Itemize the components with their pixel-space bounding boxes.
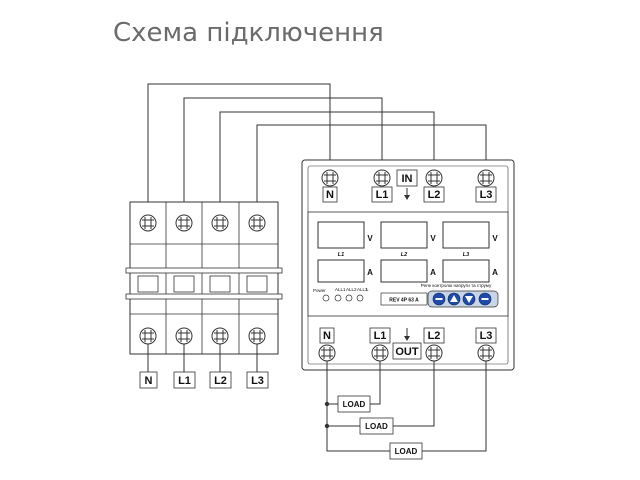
wire-l2-out — [393, 361, 435, 427]
relay-screw-top-l3 — [477, 169, 495, 187]
led-label-all1: ALL1 — [335, 287, 346, 292]
wire-n-in — [147, 83, 331, 208]
load-wires — [324, 361, 487, 452]
triangle-up-icon — [450, 295, 458, 302]
wire-l3-in — [256, 124, 487, 208]
relay-in-label-l3: L3 — [480, 189, 493, 201]
load-1-label: LOAD — [343, 400, 366, 409]
relay-screw-bottom-l2 — [425, 344, 443, 362]
display-sublabel-l1: L1 — [338, 252, 344, 258]
amp-unit-1: A — [367, 268, 373, 277]
breaker-label-n: N — [145, 375, 153, 387]
load-3: LOAD — [389, 442, 423, 460]
wire-l1-out — [370, 361, 381, 405]
breaker-handle-l2 — [209, 275, 231, 293]
display-sublabel-l2: L2 — [401, 252, 407, 258]
led-all2 — [345, 294, 353, 302]
breaker-handle-l3 — [246, 275, 268, 293]
relay-out-marker: OUT — [395, 346, 419, 358]
breaker-screw-top-n — [139, 214, 157, 232]
relay-out-label-l2: L2 — [428, 330, 441, 342]
relay-in-marker: IN — [402, 173, 413, 185]
down-button[interactable] — [462, 292, 476, 306]
display-current-l3 — [442, 259, 490, 283]
panel-caption: Реле контролю напруги та струму — [421, 283, 492, 288]
breaker-screw-top-l1 — [175, 214, 193, 232]
relay-screw-bottom-l1 — [371, 344, 389, 362]
diagram-title: Схема підключення — [113, 18, 384, 48]
junction-dot — [324, 423, 330, 429]
load-2-label: LOAD — [365, 422, 388, 431]
breaker-handle-n — [137, 275, 159, 293]
amp-unit-2: A — [430, 268, 436, 277]
relay-screw-top-n — [321, 169, 339, 187]
supply-wires — [147, 83, 487, 208]
led-all3 — [356, 294, 364, 302]
load-1: LOAD — [337, 395, 371, 413]
wire-l3-out — [422, 361, 487, 452]
display-current-l1 — [317, 259, 365, 283]
relay-screw-top-l2 — [425, 169, 443, 187]
breaker-handle-l1 — [173, 275, 195, 293]
relay-in-label-n: N — [326, 189, 334, 201]
out-arrow-icon — [404, 328, 410, 341]
volt-unit-2: V — [430, 234, 436, 243]
relay-in-label-l2: L2 — [428, 189, 441, 201]
up-button[interactable] — [447, 292, 461, 306]
display-current-l2 — [380, 259, 428, 283]
breaker-screw-bottom-l2 — [211, 327, 229, 345]
load-3-label: LOAD — [395, 447, 418, 456]
breaker-label-l2: L2 — [214, 375, 227, 387]
junction-dot — [324, 401, 330, 407]
led-label-power: Power — [313, 288, 326, 293]
led-label-l: L — [366, 287, 369, 292]
load-2: LOAD — [359, 417, 394, 435]
menu-button[interactable] — [432, 292, 446, 306]
wire-l2-in — [219, 111, 435, 208]
led-power — [322, 294, 330, 302]
breaker-screw-top-l3 — [248, 214, 266, 232]
led-label-all2: ALL2 — [346, 287, 357, 292]
breaker-screw-bottom-l1 — [175, 327, 193, 345]
breaker-screw-bottom-l3 — [248, 327, 266, 345]
relay-out-label-l1: L1 — [374, 330, 387, 342]
breaker-label-l3: L3 — [251, 375, 264, 387]
relay-screw-bottom-n — [318, 344, 336, 362]
relay-out-label-n: N — [323, 330, 331, 342]
led-all1 — [334, 294, 342, 302]
wire-l1-in — [183, 97, 383, 208]
led-label-all3: ALL3 — [357, 287, 368, 292]
relay-screw-top-l1 — [373, 169, 391, 187]
minus-icon — [435, 298, 443, 300]
display-sublabel-l3: L3 — [463, 252, 469, 258]
volt-unit-1: V — [367, 234, 373, 243]
display-voltage-l2 — [380, 221, 428, 249]
volt-unit-3: V — [492, 234, 498, 243]
enter-button[interactable] — [478, 292, 492, 306]
enter-icon — [481, 298, 489, 300]
in-arrow-icon — [404, 188, 410, 200]
wire-neutral-bus — [326, 361, 390, 452]
relay-in-label-l1: L1 — [376, 189, 389, 201]
relay-out-label-l3: L3 — [480, 330, 493, 342]
relay-screw-bottom-l3 — [477, 344, 495, 362]
display-voltage-l1 — [317, 221, 365, 249]
voltage-current-relay: N L1 L2 L3 IN V V V L1 L2 L3 A A A Реле … — [301, 159, 515, 371]
breaker-screw-bottom-n — [139, 327, 157, 345]
amp-unit-3: A — [492, 268, 498, 277]
display-voltage-l3 — [442, 221, 490, 249]
breaker-screw-top-l2 — [211, 214, 229, 232]
relay-model: REV 4P 63 A — [389, 298, 419, 304]
breaker-label-l1: L1 — [178, 375, 191, 387]
triangle-down-icon — [465, 296, 473, 303]
circuit-breaker: N L1 L2 L3 — [125, 201, 283, 389]
